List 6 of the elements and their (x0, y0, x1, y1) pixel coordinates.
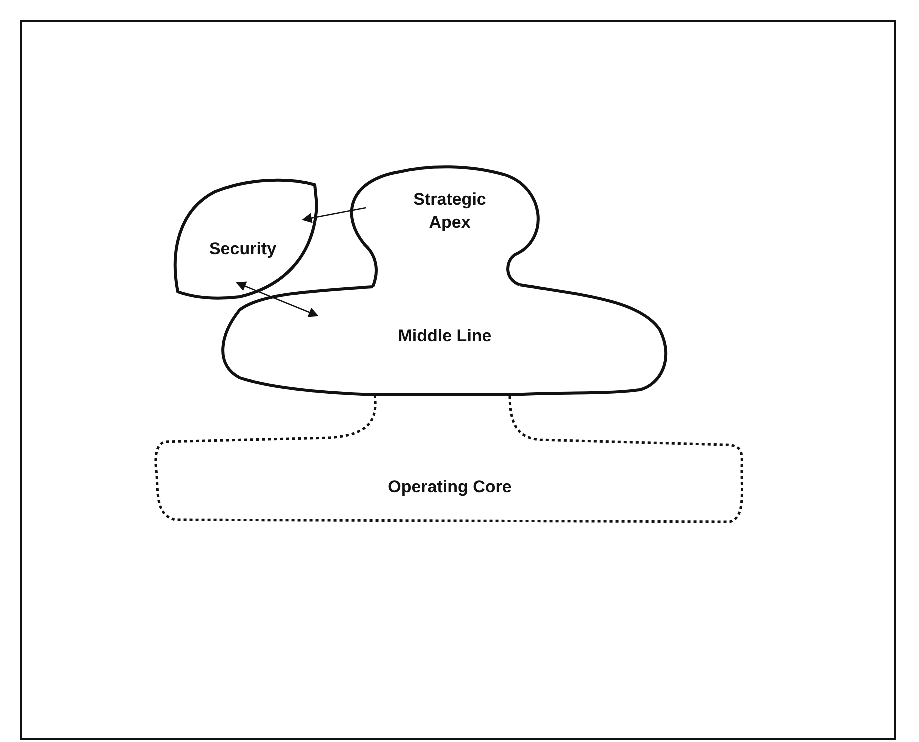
arrow (236, 282, 319, 318)
node-label: Security (208, 238, 278, 261)
node-label: Strategic Apex (412, 189, 488, 234)
arrow (302, 207, 366, 224)
node-label: Operating Core (387, 476, 513, 499)
node-label: Middle Line (397, 326, 493, 348)
